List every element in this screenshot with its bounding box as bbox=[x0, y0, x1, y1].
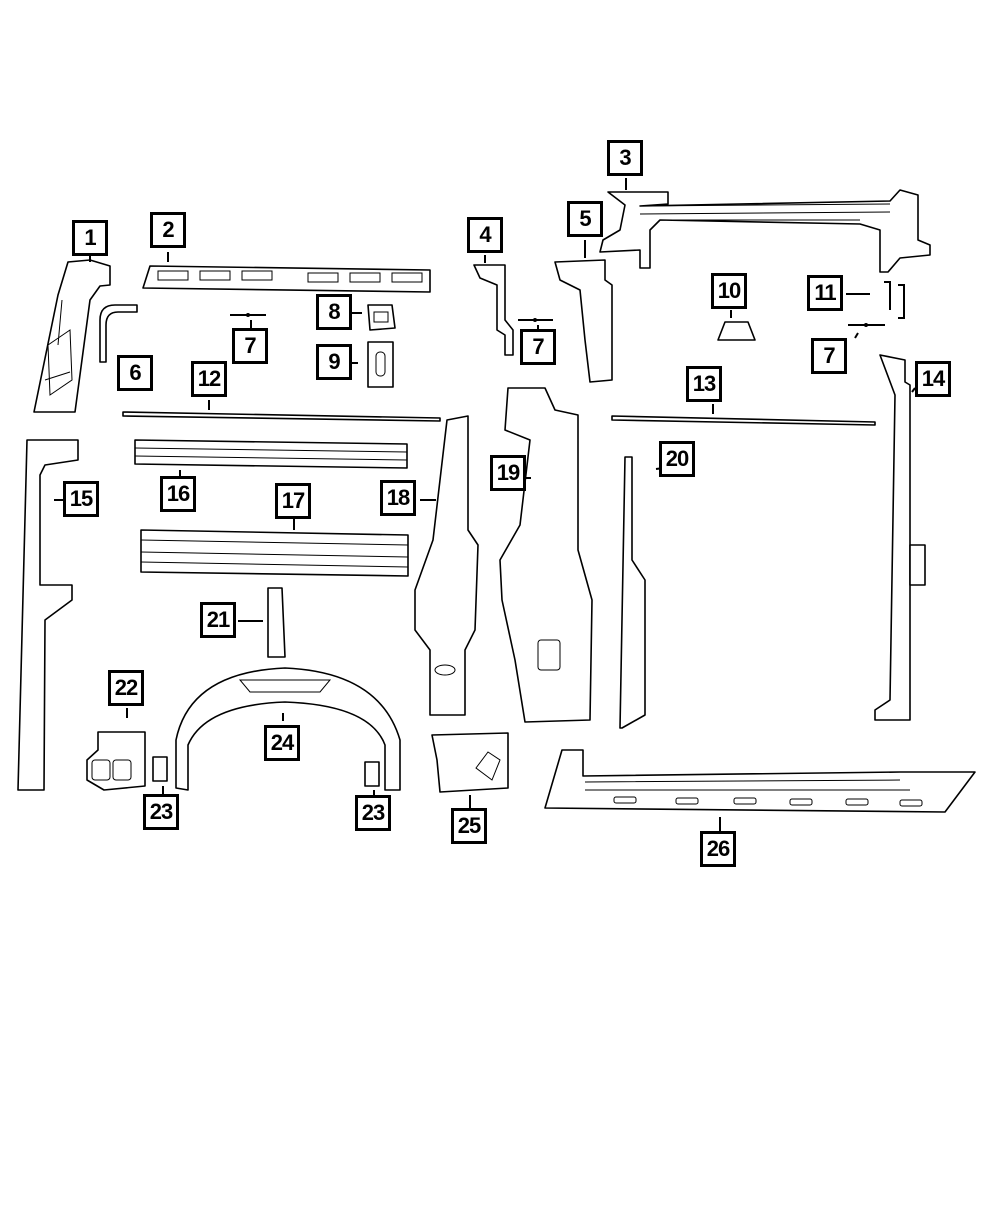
part-9-reinforcement[interactable] bbox=[352, 341, 394, 388]
callout-8[interactable]: 8 bbox=[316, 294, 352, 330]
part-18-b-pillar-reinforcement[interactable] bbox=[414, 415, 479, 716]
part-13-rail-strip[interactable] bbox=[611, 404, 876, 426]
callout-1[interactable]: 1 bbox=[72, 220, 108, 256]
callout-7a[interactable]: 7 bbox=[232, 328, 268, 364]
callout-11[interactable]: 11 bbox=[807, 275, 843, 311]
callout-22[interactable]: 22 bbox=[108, 670, 144, 706]
callout-13[interactable]: 13 bbox=[686, 366, 722, 402]
callout-20[interactable]: 20 bbox=[659, 441, 695, 477]
part-7-strip-c[interactable] bbox=[848, 323, 885, 339]
part-7-strip-a[interactable] bbox=[230, 313, 266, 328]
callout-14[interactable]: 14 bbox=[915, 361, 951, 397]
part-4-bracket[interactable] bbox=[473, 255, 514, 356]
part-10-bracket[interactable] bbox=[717, 310, 756, 341]
callout-9[interactable]: 9 bbox=[316, 344, 352, 380]
part-7-strip-b[interactable] bbox=[518, 318, 553, 329]
callout-17[interactable]: 17 bbox=[275, 483, 311, 519]
part-26-sill[interactable] bbox=[544, 749, 976, 831]
part-3-roof-header[interactable] bbox=[599, 178, 931, 273]
callout-26[interactable]: 26 bbox=[700, 831, 736, 867]
part-21-bracket[interactable] bbox=[238, 587, 286, 658]
part-19-b-pillar-inner[interactable] bbox=[499, 387, 593, 723]
callout-7b[interactable]: 7 bbox=[520, 329, 556, 365]
part-2-roof-bow[interactable] bbox=[142, 252, 431, 293]
part-6-bracket[interactable] bbox=[99, 304, 138, 363]
callout-10[interactable]: 10 bbox=[711, 273, 747, 309]
callout-19[interactable]: 19 bbox=[490, 455, 526, 491]
callout-23a[interactable]: 23 bbox=[143, 794, 179, 830]
part-5-b-pillar-upper[interactable] bbox=[554, 240, 613, 383]
callout-16[interactable]: 16 bbox=[160, 476, 196, 512]
callout-2[interactable]: 2 bbox=[150, 212, 186, 248]
callout-3[interactable]: 3 bbox=[607, 140, 643, 176]
part-17-roof-rail-outer[interactable] bbox=[140, 519, 409, 577]
part-25-bracket[interactable] bbox=[431, 732, 509, 808]
callout-6[interactable]: 6 bbox=[117, 355, 153, 391]
callout-4[interactable]: 4 bbox=[467, 217, 503, 253]
part-15-hinge-pillar[interactable] bbox=[17, 439, 79, 791]
callout-12[interactable]: 12 bbox=[191, 361, 227, 397]
callout-15[interactable]: 15 bbox=[63, 481, 99, 517]
part-23-plate-a[interactable] bbox=[152, 756, 168, 794]
part-11-clips[interactable] bbox=[846, 281, 905, 319]
callout-18[interactable]: 18 bbox=[380, 480, 416, 516]
part-23-plate-b[interactable] bbox=[364, 761, 380, 795]
part-12-rail-strip[interactable] bbox=[122, 400, 441, 422]
part-1-pillar-upper[interactable] bbox=[33, 255, 111, 413]
callout-24[interactable]: 24 bbox=[264, 725, 300, 761]
part-16-roof-rail-inner[interactable] bbox=[134, 439, 408, 476]
callout-5[interactable]: 5 bbox=[567, 201, 603, 237]
part-20-c-pillar[interactable] bbox=[619, 456, 695, 729]
part-8-reinforcement[interactable] bbox=[352, 304, 396, 331]
part-14-pillar[interactable] bbox=[874, 354, 926, 721]
part-24-wheelhouse[interactable] bbox=[175, 667, 401, 791]
callout-7c[interactable]: 7 bbox=[811, 338, 847, 374]
callout-25[interactable]: 25 bbox=[451, 808, 487, 844]
callout-23b[interactable]: 23 bbox=[355, 795, 391, 831]
part-22-bracket[interactable] bbox=[86, 708, 146, 791]
callout-21[interactable]: 21 bbox=[200, 602, 236, 638]
